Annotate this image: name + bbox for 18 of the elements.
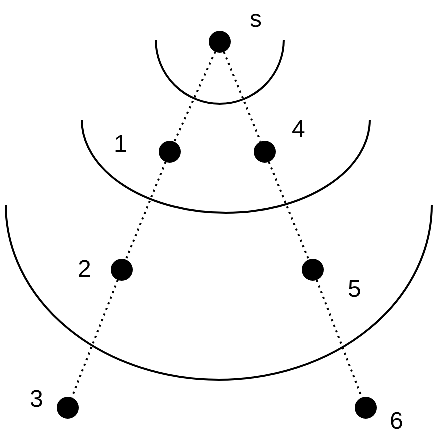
node-label: 1 xyxy=(114,133,128,157)
node-dot xyxy=(159,141,181,163)
node-dot xyxy=(355,397,377,419)
dotted-line xyxy=(223,52,262,142)
node-dot xyxy=(254,141,276,163)
node-label: 6 xyxy=(390,410,404,434)
node-dot xyxy=(302,259,324,281)
node-dot xyxy=(111,259,133,281)
dotted-line xyxy=(125,162,167,260)
node-label: 2 xyxy=(78,258,92,282)
node-label: 3 xyxy=(30,388,44,412)
node-dot xyxy=(57,397,79,419)
node-dot xyxy=(209,31,231,53)
node-label: s xyxy=(250,8,262,32)
node-label: 5 xyxy=(348,278,362,302)
dotted-line xyxy=(174,52,216,142)
node-label: 4 xyxy=(292,118,306,142)
dotted-line xyxy=(268,162,310,260)
